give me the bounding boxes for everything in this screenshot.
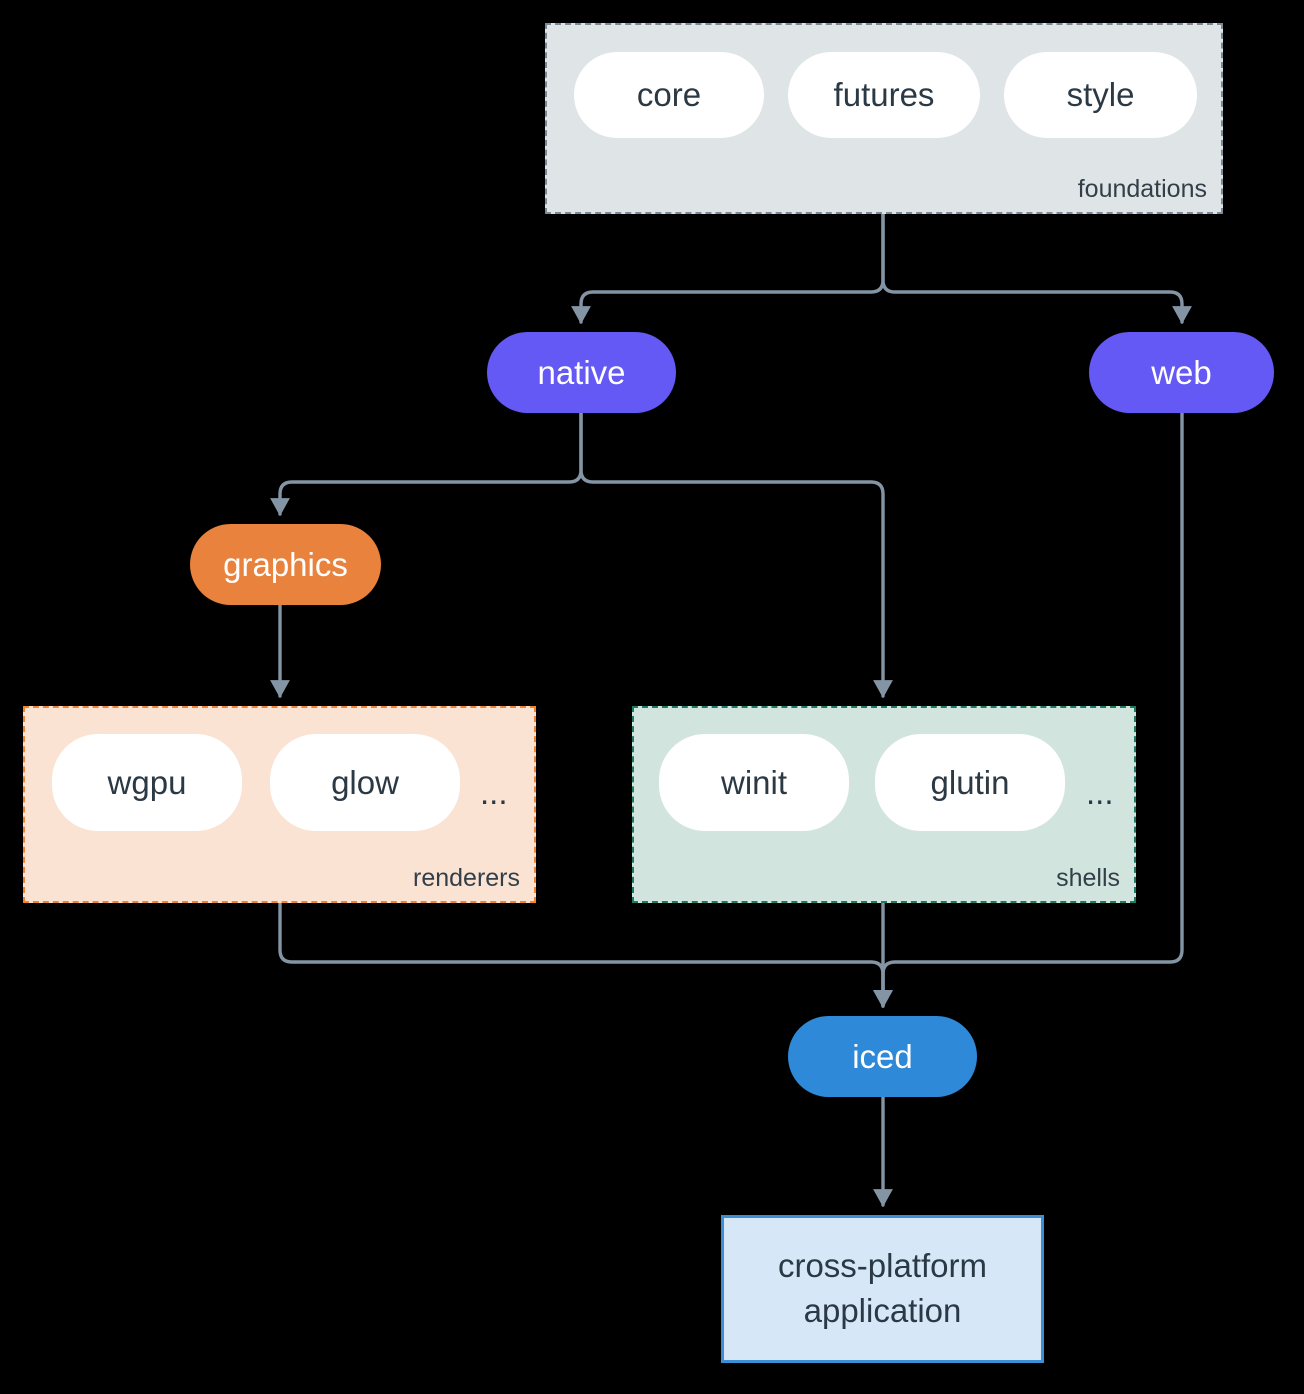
- chip-glow[interactable]: glow: [270, 734, 460, 831]
- chip-futures[interactable]: futures: [788, 52, 980, 138]
- group-label-renderers: renderers: [413, 864, 520, 892]
- group-renderers: wgpu glow ... renderers: [23, 706, 536, 903]
- chip-winit[interactable]: winit: [659, 734, 849, 831]
- chip-glow-label: glow: [331, 763, 399, 801]
- chip-core[interactable]: core: [574, 52, 764, 138]
- edge-native-graphics: [270, 411, 583, 516]
- shells-ellipsis: ...: [1086, 774, 1114, 811]
- chip-futures-label: futures: [833, 76, 935, 113]
- renderers-ellipsis: ...: [480, 774, 508, 811]
- group-shells: winit glutin ... shells: [632, 706, 1136, 903]
- chip-glutin-label: glutin: [930, 763, 1010, 801]
- node-native-label: native: [537, 353, 626, 391]
- chip-style[interactable]: style: [1004, 52, 1197, 138]
- application-line-1: cross-platform: [777, 1247, 988, 1285]
- chip-wgpu[interactable]: wgpu: [52, 734, 242, 831]
- node-iced[interactable]: iced: [788, 1016, 977, 1097]
- node-native[interactable]: native: [487, 332, 676, 413]
- group-label-shells: shells: [1056, 864, 1120, 892]
- edge-foundations-native: [571, 212, 885, 324]
- application-line-2: application: [803, 1292, 962, 1329]
- chip-wgpu-label: wgpu: [107, 763, 187, 801]
- node-iced-label: iced: [852, 1037, 913, 1075]
- node-cross-platform-application[interactable]: cross-platform application: [721, 1215, 1044, 1363]
- node-graphics[interactable]: graphics: [190, 524, 381, 605]
- edge-foundations-web: [881, 212, 1192, 324]
- chip-core-label: core: [636, 76, 702, 113]
- group-label-foundations: foundations: [1077, 175, 1207, 203]
- node-graphics-label: graphics: [223, 545, 348, 583]
- chip-winit-label: winit: [720, 763, 788, 801]
- chip-glutin[interactable]: glutin: [875, 734, 1065, 831]
- chip-style-label: style: [1066, 76, 1135, 113]
- node-web-label: web: [1151, 353, 1212, 391]
- group-foundations: core futures style foundations: [545, 23, 1223, 214]
- node-web[interactable]: web: [1089, 332, 1274, 413]
- edge-native-shells: [579, 411, 893, 698]
- edge-renderers-iced: [278, 901, 893, 1008]
